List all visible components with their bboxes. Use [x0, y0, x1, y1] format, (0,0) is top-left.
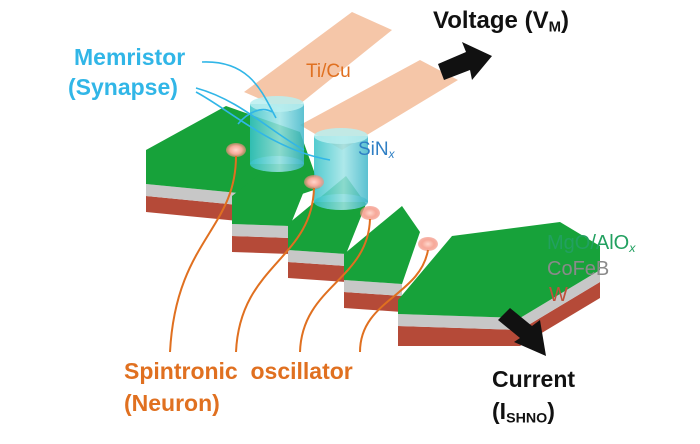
sin-leader-line: [237, 108, 273, 125]
ticu-electrode-back: [244, 12, 392, 112]
oscillator-spot-icon: [418, 237, 438, 251]
ticu-electrode-front: [300, 60, 458, 150]
oscillator-label: Spintronic oscillator (Neuron): [124, 360, 353, 415]
current-label-line2: (ISHNO): [492, 398, 575, 426]
current-arrow-icon: [498, 308, 546, 356]
cofeb-layer: [398, 314, 520, 330]
sin-label-main: SiN: [358, 139, 389, 160]
w-layer: [232, 236, 290, 254]
voltage-label-end: ): [560, 7, 569, 34]
memristor-pillars: [250, 96, 368, 210]
cofeb-layer: [232, 224, 290, 238]
sin-label: SiNx: [358, 139, 395, 161]
neuron-leader-line: [169, 155, 237, 353]
memristor-leader-line: [195, 91, 331, 161]
current-label-end: ): [547, 398, 555, 424]
current-label: Current (ISHNO): [492, 366, 576, 426]
mgo-top-right: [398, 222, 600, 318]
ticu-label: Ti/Cu: [306, 61, 351, 82]
memristor-leader-line: [201, 61, 277, 119]
memristor-label-line1: Memristor: [74, 44, 186, 70]
oscillator-spot-icon: [360, 206, 380, 220]
oscillator-spot-icon: [226, 143, 246, 157]
voltage-label-sub: M: [548, 19, 561, 36]
memristor-pillar-icon: [314, 128, 368, 210]
memristor-label: Memristor (Synapse): [68, 44, 186, 99]
voltage-arrow-icon: [438, 42, 492, 80]
w-label: W: [549, 284, 568, 306]
mgo-label-main: MgO/AlO: [547, 232, 630, 254]
oscillator-label-line2: (Neuron): [124, 390, 220, 416]
cofeb-layer: [344, 280, 402, 296]
neuron-leaders: [169, 155, 429, 353]
w-layer: [288, 262, 346, 282]
mgo-label-sub: x: [629, 241, 636, 256]
memristor-pillar-icon: [250, 96, 304, 172]
memristor-leader-line: [195, 87, 305, 151]
oscillator-label-line1: Spintronic oscillator: [124, 358, 353, 384]
memristor-label-line2: (Synapse): [68, 74, 178, 100]
cofeb-label: CoFeB: [547, 258, 610, 280]
neuron-leader-line: [235, 187, 315, 353]
mgo-label: MgO/AlOx: [547, 232, 636, 256]
mgo-tooth: [344, 206, 420, 284]
oscillator-spot-icon: [304, 175, 324, 189]
w-layer: [344, 292, 402, 312]
sin-label-sub: x: [388, 147, 395, 161]
cofeb-layer: [288, 250, 346, 266]
ticu-electrodes: [244, 12, 458, 150]
w-layer: [398, 326, 520, 346]
memristor-leaders: [195, 61, 331, 161]
current-label-sub: SHNO: [506, 410, 548, 427]
neuron-leader-line: [299, 218, 371, 353]
cofeb-layer-right: [520, 270, 600, 330]
current-label-line1: Current: [492, 366, 576, 392]
voltage-label: Voltage (VM): [433, 7, 569, 36]
oscillator-spots: [226, 143, 438, 251]
neuron-leader-line: [359, 249, 429, 353]
voltage-label-main: Voltage (V: [433, 7, 549, 34]
current-label-main: (I: [492, 398, 507, 424]
